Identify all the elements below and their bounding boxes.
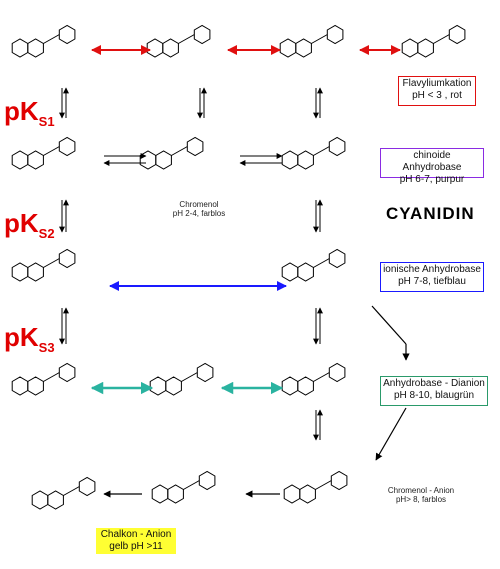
- flavylium-box: Flavyliumkation pH < 3 , rot: [398, 76, 476, 106]
- molecule: [146, 24, 211, 58]
- reaction-arrow: [371, 305, 407, 345]
- chalkon-ph: gelb pH >11: [109, 541, 163, 552]
- ionische-ph: pH 7-8, tiefblau: [398, 276, 466, 287]
- dianion-ph: pH 8-10, blaugrün: [393, 390, 475, 401]
- reaction-arrow: [375, 407, 407, 461]
- pk-s1-label: pKS1: [4, 96, 55, 129]
- vertical-equilibrium: [59, 87, 323, 441]
- molecule: [139, 136, 204, 170]
- reaction-arrows: [59, 45, 410, 498]
- molecule: [11, 136, 76, 170]
- chinoide-title: chinoide Anhydrobase: [402, 150, 462, 173]
- molecule: [11, 248, 76, 282]
- chinoide-box: chinoide Anhydrobase pH 6-7, purpur: [380, 148, 484, 185]
- chinoide-ph: pH 6-7, purpur: [399, 174, 465, 185]
- molecule: [281, 248, 346, 282]
- molecule: [279, 24, 344, 58]
- chromenol-anion-label: Chromenol - Anion pH> 8, farblos: [387, 486, 455, 504]
- flavylium-title: Flavyliumkation: [402, 78, 472, 89]
- chromenol-label: Chromenol pH 2-4, farblos: [172, 200, 226, 218]
- molecule: [11, 24, 76, 58]
- molecule: [31, 476, 96, 510]
- dianion-box: Anhydrobase - Dianion pH 8-10, blaugrün: [380, 376, 488, 406]
- ionische-title: ionische Anhydrobase: [383, 264, 481, 275]
- pk-s3-label: pKS3: [4, 322, 55, 355]
- chalkon-box: Chalkon - Anion gelb pH >11: [96, 528, 176, 554]
- molecule: [283, 470, 348, 504]
- chalkon-title: Chalkon - Anion: [100, 529, 172, 540]
- ionische-box: ionische Anhydrobase pH 7-8, tiefblau: [380, 262, 484, 292]
- molecule: [11, 362, 76, 396]
- flavylium-ph: pH < 3 , rot: [412, 90, 462, 101]
- molecule: [149, 362, 214, 396]
- molecule: [401, 24, 466, 58]
- dianion-title: Anhydrobase - Dianion: [383, 378, 485, 389]
- page-title: CYANIDIN: [386, 204, 475, 223]
- molecule: [281, 362, 346, 396]
- molecule: [281, 136, 346, 170]
- molecule: [151, 470, 216, 504]
- pk-s2-label: pKS2: [4, 208, 55, 241]
